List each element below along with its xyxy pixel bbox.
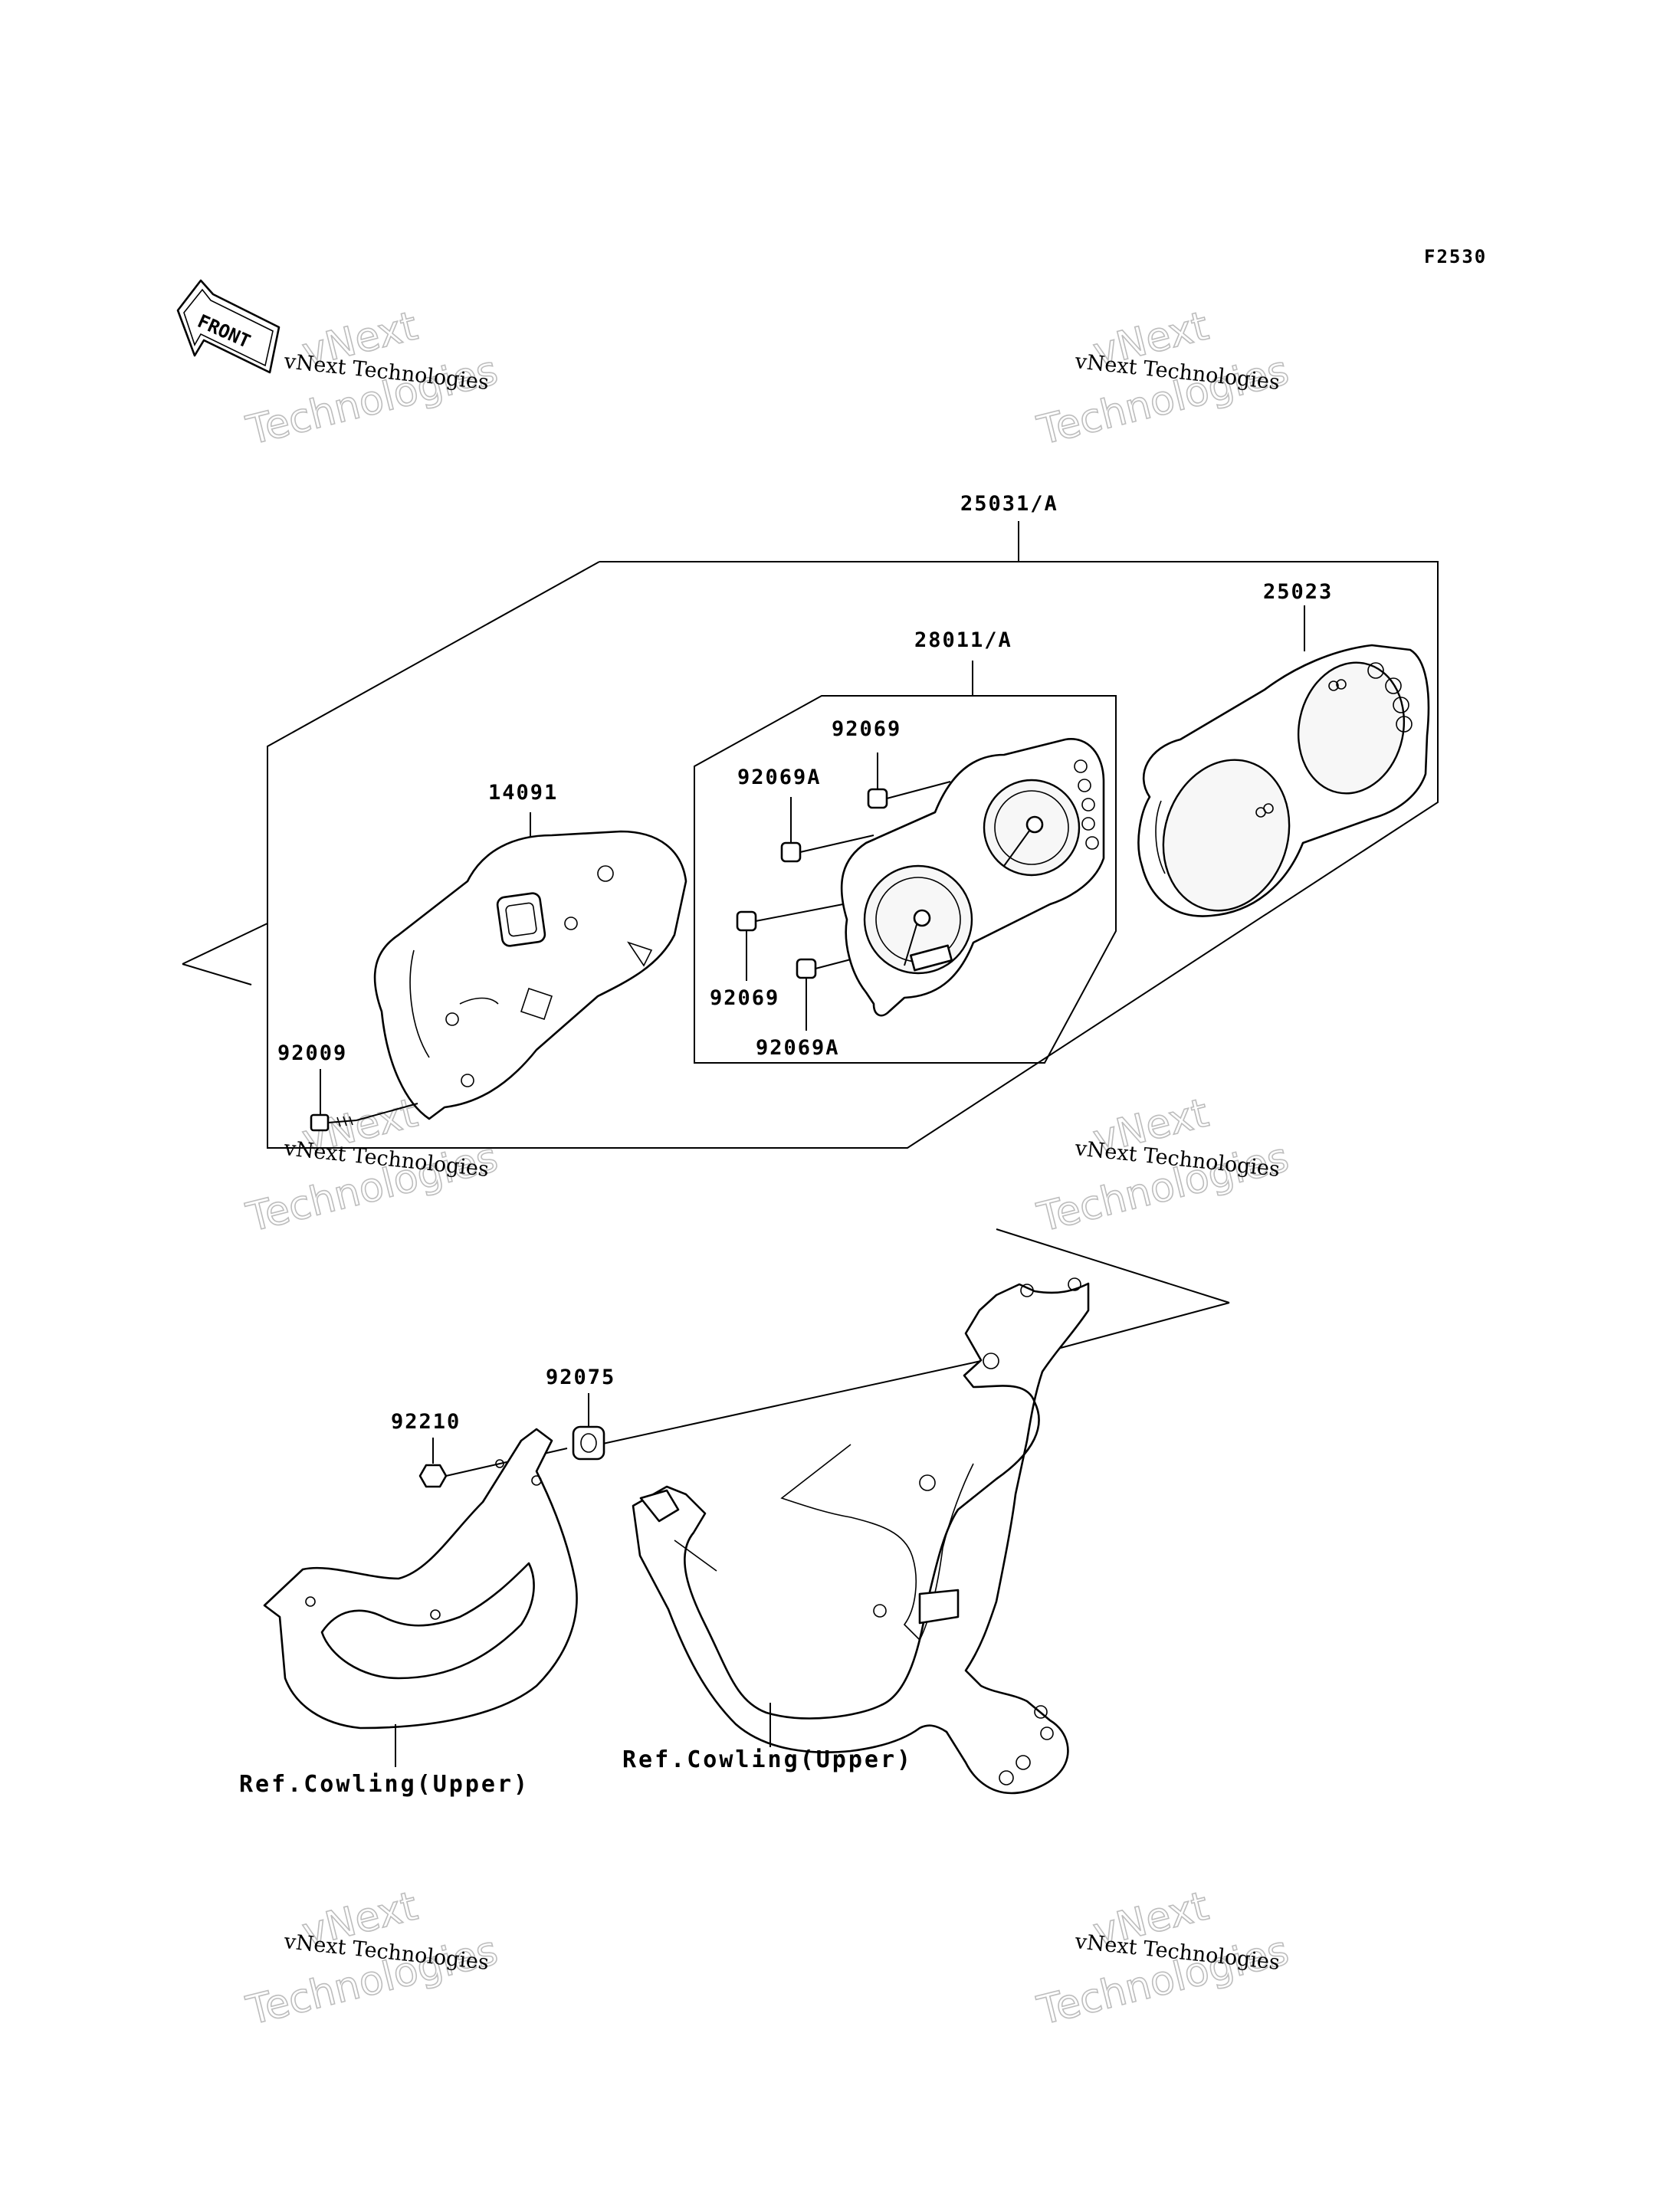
watermark-middle-left: vNext Technologies vNext Technologies	[241, 1090, 503, 1242]
grommet-92069a-top	[780, 797, 874, 863]
watermark-bottom-left: vNext Technologies vNext Technologies	[241, 1883, 503, 2035]
grommet-92069a-bottom	[796, 958, 851, 1031]
meter-lens-cover-25023	[1137, 605, 1430, 917]
figure-id: F2530	[1424, 246, 1487, 267]
label-92069a-top: 92069A	[737, 766, 822, 789]
label-28011a: 28011/A	[914, 628, 1012, 652]
grommet-92075	[572, 1393, 605, 1461]
label-25023: 25023	[1263, 580, 1333, 604]
grommet-92069-top	[867, 753, 951, 809]
label-ref-cowling-left: Ref.Cowling(Upper)	[239, 1771, 530, 1798]
watermark-bottom-right: vNext Technologies vNext Technologies	[1032, 1883, 1294, 2035]
label-92075: 92075	[546, 1366, 615, 1389]
label-14091: 14091	[488, 781, 558, 805]
screw-92009	[310, 1069, 418, 1132]
watermark-middle-right: vNext Technologies vNext Technologies	[1032, 1090, 1294, 1242]
label-92069a-bottom: 92069A	[756, 1036, 840, 1060]
watermark-top-right: vNext Technologies vNext Technologies	[1032, 303, 1294, 455]
label-92069-bottom: 92069	[710, 986, 779, 1010]
watermark-top-left: vNext Technologies vNext Technologies	[241, 303, 503, 455]
label-92009: 92009	[277, 1041, 347, 1065]
leader-92075	[599, 1360, 982, 1445]
meter-assembly-28011a	[840, 738, 1105, 1017]
label-25031a: 25031/A	[960, 492, 1058, 516]
leader-bracket-top	[996, 1228, 1230, 1303]
cowling-bracket-left	[263, 1428, 578, 1767]
assembly-frame-25031a	[182, 521, 1439, 1149]
leader-bracket-mid	[1057, 1302, 1230, 1349]
assembly-frame-28011a	[694, 661, 1117, 1064]
meter-case-14091	[373, 812, 687, 1120]
front-arrow-icon: FRONT	[176, 279, 281, 374]
label-92210: 92210	[391, 1410, 461, 1434]
label-ref-cowling-right: Ref.Cowling(Upper)	[622, 1746, 913, 1773]
label-92069-top: 92069	[832, 717, 901, 741]
cowling-stay-main	[632, 1277, 1090, 1795]
grommet-92069-bottom	[736, 903, 844, 981]
